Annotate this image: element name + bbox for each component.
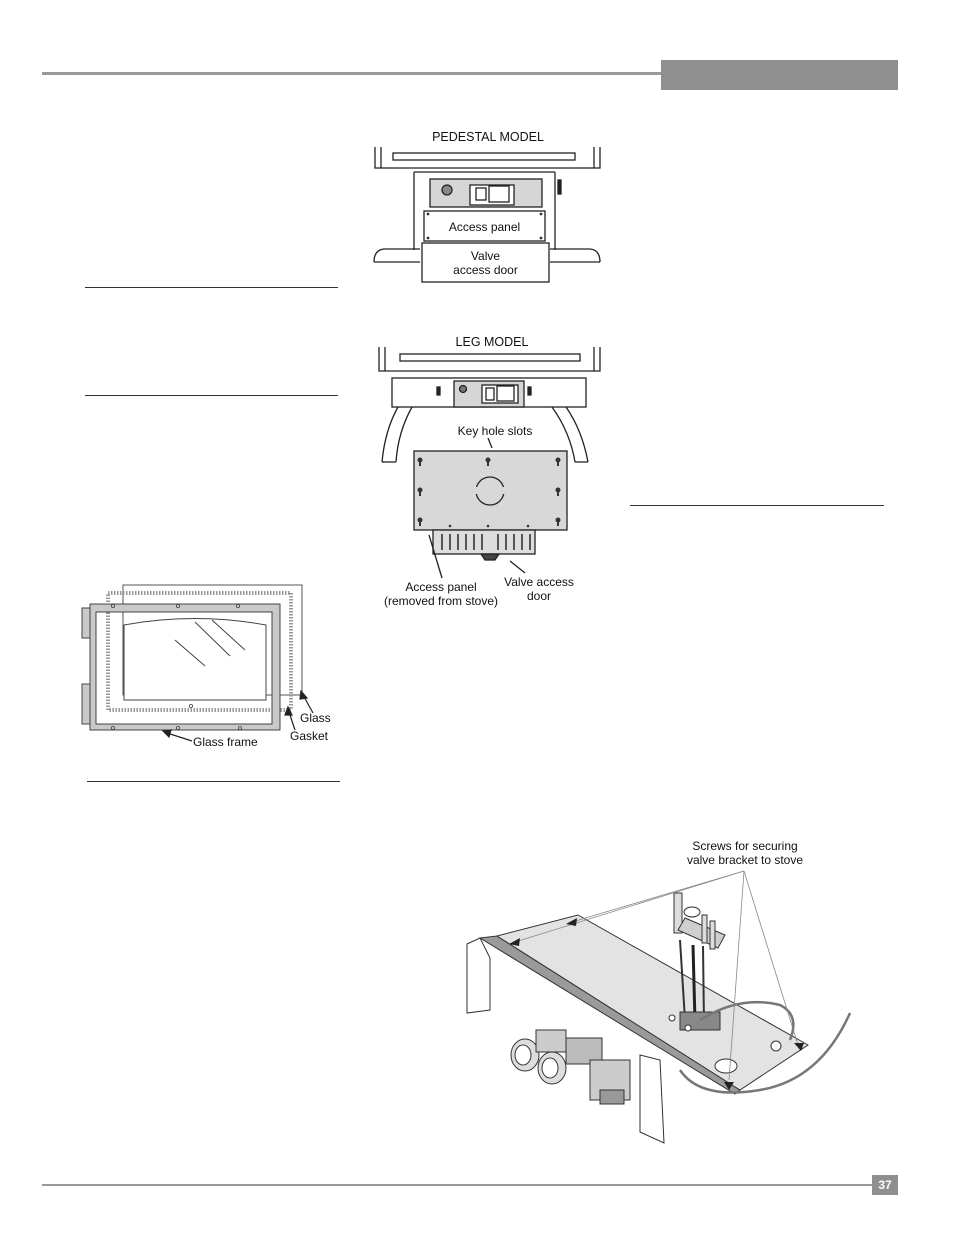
glass-label: Glass (300, 711, 331, 725)
left-column-rule-2 (85, 395, 338, 396)
leg-access-panel-label-1: Access panel (405, 580, 477, 594)
footer-rule (42, 1184, 872, 1186)
left-column-rule-3 (87, 781, 340, 782)
leg-valve-door-label-1: Valve access (504, 575, 574, 589)
valve-bracket-callout-2: valve bracket to stove (686, 853, 804, 867)
pedestal-valve-door-label-2: access door (453, 263, 518, 277)
header-rule (42, 72, 662, 75)
page-number: 37 (872, 1175, 898, 1195)
pedestal-access-panel-label: Access panel (448, 220, 521, 234)
left-column-rule-1 (85, 287, 338, 288)
leg-model-title: LEG MODEL (455, 335, 529, 349)
pedestal-valve-door-label-1: Valve (470, 249, 501, 263)
leg-key-hole-slots-label: Key hole slots (457, 424, 533, 438)
right-column-rule (630, 505, 884, 506)
valve-bracket-callout-1: Screws for securing (692, 839, 798, 853)
header-section-tab (661, 60, 898, 90)
glass-frame-label: Glass frame (193, 735, 258, 749)
pedestal-model-title: PEDESTAL MODEL (432, 130, 544, 144)
gasket-label: Gasket (290, 729, 329, 743)
leg-access-panel-label-2: (removed from stove) (383, 594, 499, 608)
leg-valve-door-label-2: door (526, 589, 552, 603)
